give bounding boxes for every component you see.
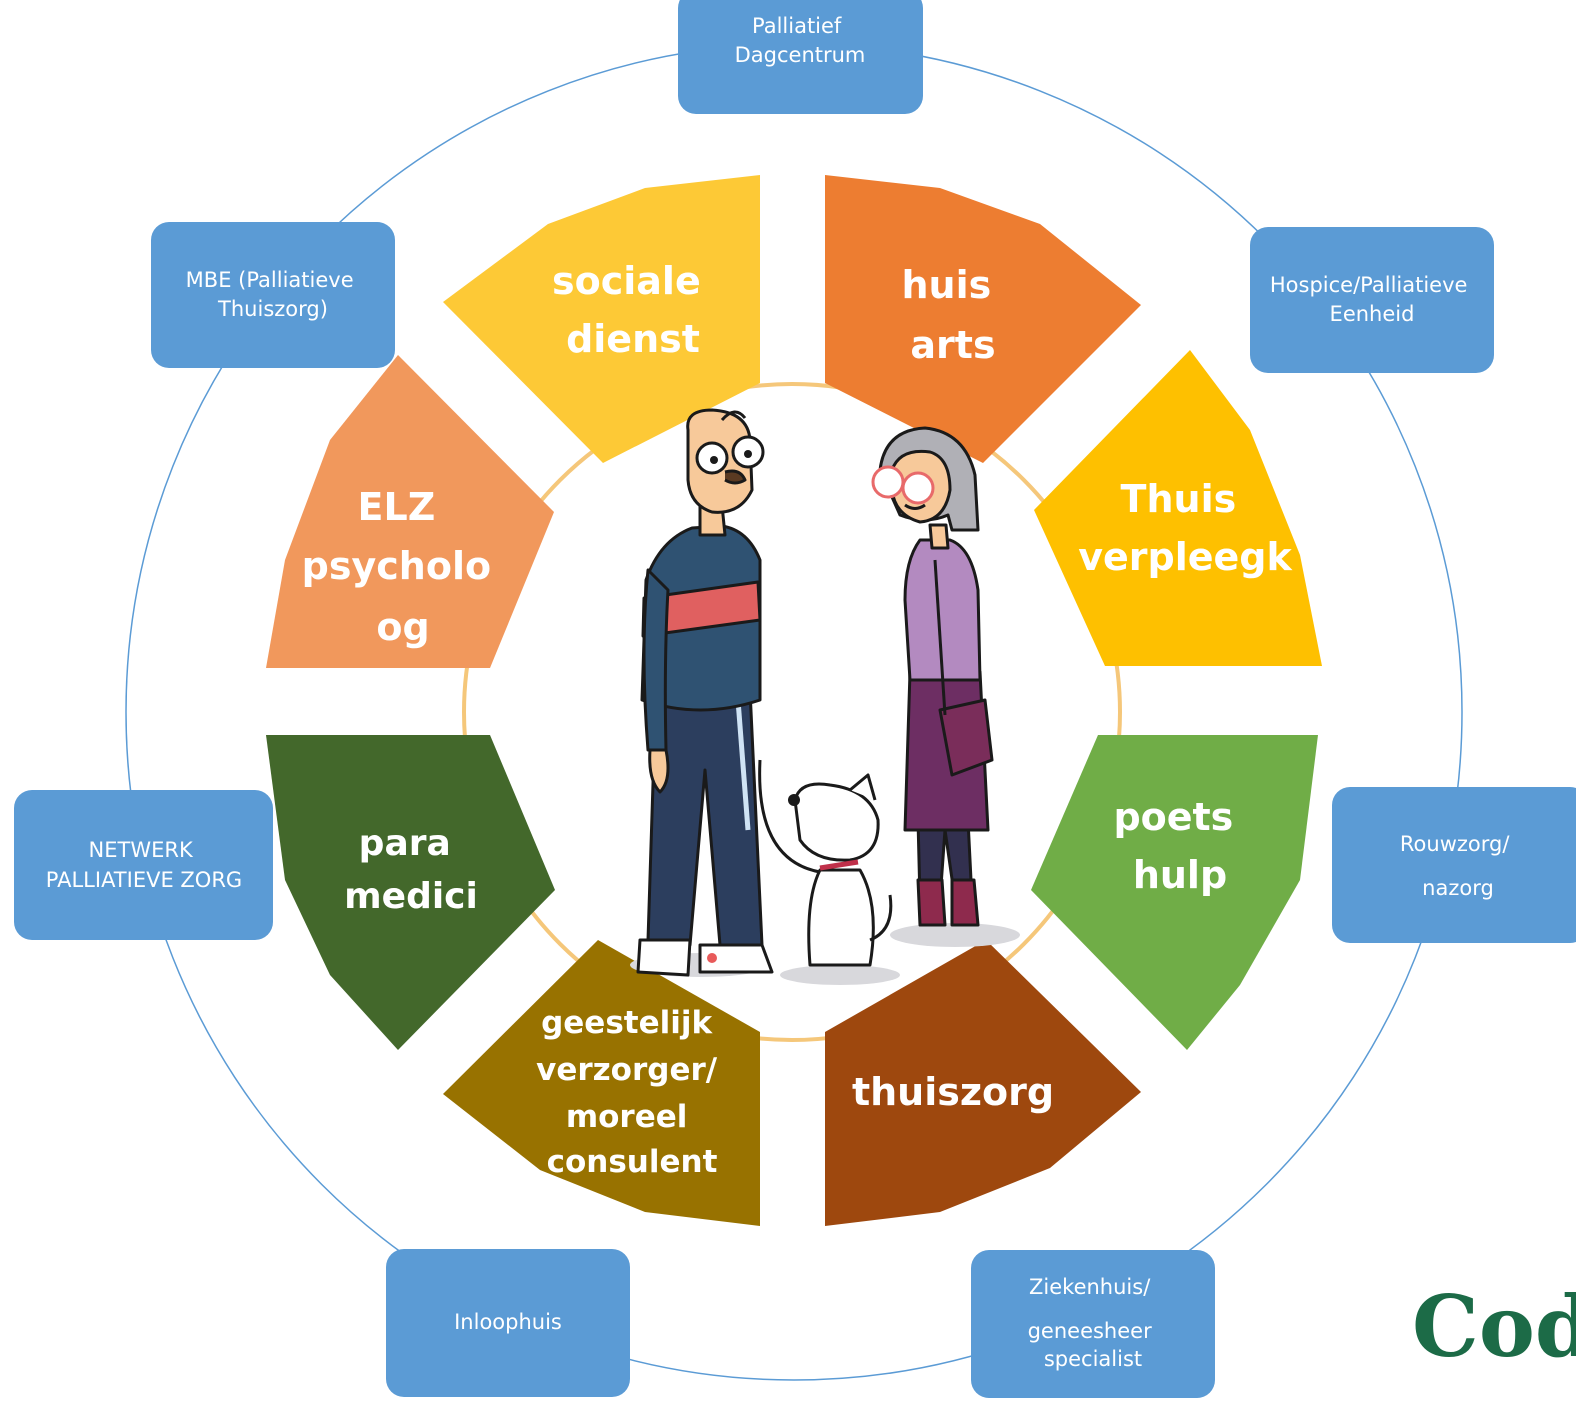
people-illustration [630,408,1020,985]
segment-line: huis [902,263,992,307]
box-palliatief-dagcentrum[interactable]: Palliatief Dagcentrum [678,0,923,114]
svg-text:Thuis verpleegk: Thuis verpleegk [1078,477,1292,579]
segment-thuiszorg[interactable]: thuiszorg [825,940,1141,1226]
man-figure [636,408,774,977]
care-segments: sociale dienst huis arts Thuis verpleegk… [266,175,1322,1226]
segment-line: consulent [547,1144,718,1180]
box-line: PALLIATIEVE ZORG [46,868,242,892]
svg-text:Hospice/Palliatieve Ee: Hospice/Palliatieve Eenheid [1270,273,1474,326]
segment-line: thuiszorg [852,1070,1054,1114]
segment-line: verzorger/ [536,1052,718,1088]
svg-text:sociale dienst: sociale dienst [552,259,714,361]
segment-line: dienst [566,317,700,361]
segment-line: psycholo [302,544,491,588]
box-line: specialist [1044,1347,1142,1371]
svg-text:poets hulp: poets hulp [1113,795,1246,897]
box-line: Ziekenhuis/ [1029,1275,1151,1299]
svg-text:thuiszorg: thuiszorg [852,1070,1054,1114]
outer-boxes: Palliatief Dagcentrum Hospice/Palliatiev… [14,0,1576,1398]
logo-text: Cod [1412,1277,1576,1376]
segment-poets-hulp[interactable]: poets hulp [1031,735,1318,1050]
segment-line: arts [910,323,995,367]
box-line: Dagcentrum [735,43,866,67]
woman-figure [871,426,994,927]
box-line: Palliatief [752,14,842,38]
box-hospice[interactable]: Hospice/Palliatieve Eenheid [1250,227,1494,373]
box-netwerk[interactable]: NETWERK PALLIATIEVE ZORG [14,790,273,940]
segment-line: poets [1113,795,1233,839]
segment-line: verpleegk [1078,535,1292,579]
box-line: NETWERK [89,838,194,862]
segment-line: Thuis [1121,477,1237,521]
shadow [890,923,1020,947]
segment-geestelijk-verzorger[interactable]: geestelijk verzorger/ moreel consulent [443,940,760,1226]
segment-line: ELZ [358,485,436,529]
segment-line: hulp [1133,853,1227,897]
box-line: nazorg [1422,876,1494,900]
svg-text:geestelijk verzorger/: geestelijk verzorger/ moreel consulent [536,1005,728,1180]
svg-text:NETWERK PALLIATIEVE Z: NETWERK PALLIATIEVE ZORG [46,838,242,892]
segment-huis-arts[interactable]: huis arts [825,175,1141,463]
box-line: Hospice/Palliatieve [1270,273,1468,297]
dog-figure [758,759,893,967]
segment-para-medici[interactable]: para medici [266,735,555,1050]
box-line: Thuiszorg) [217,297,328,321]
box-line: Inloophuis [454,1310,562,1334]
segment-line: moreel [566,1099,688,1135]
svg-text:MBE (Palliatieve Thuis: MBE (Palliatieve Thuiszorg) [186,268,361,321]
box-mbe[interactable]: MBE (Palliatieve Thuiszorg) [151,222,395,368]
svg-text:Palliatief Dagcentrum: Palliatief Dagcentrum [735,14,866,67]
box-inloophuis[interactable]: Inloophuis [386,1249,630,1397]
segment-line: para [359,823,451,864]
segment-line: og [376,605,429,649]
svg-text:ELZ psycholo o: ELZ psycholo og [302,485,505,649]
box-ziekenhuis[interactable]: Ziekenhuis/ geneesheer specialist [971,1250,1215,1398]
svg-text:para medici: para medici [344,823,478,917]
segment-elz-psycholoog[interactable]: ELZ psycholo og [266,355,554,668]
box-line: geneesheer [1028,1319,1152,1343]
box-line: Eenheid [1330,302,1415,326]
box-line: MBE (Palliatieve [186,268,354,292]
shadow [780,965,900,985]
svg-text:Rouwzorg/ nazorg: Rouwzorg/ nazorg [1400,832,1516,900]
segment-thuis-verpleegk[interactable]: Thuis verpleegk [1034,350,1322,666]
box-rouwzorg[interactable]: Rouwzorg/ nazorg [1332,787,1576,943]
segment-sociale-dienst[interactable]: sociale dienst [443,175,760,463]
svg-text:Ziekenhuis/ geneesheer: Ziekenhuis/ geneesheer specialist [1028,1275,1159,1371]
segment-line: sociale [552,259,701,303]
box-line: Rouwzorg/ [1400,832,1510,856]
segment-line: geestelijk [541,1005,713,1041]
svg-text:huis arts: huis arts [902,263,1005,367]
inner-ring [462,382,1122,1042]
svg-text:Inloophuis: Inloophuis [454,1310,562,1334]
segment-line: medici [344,876,478,917]
